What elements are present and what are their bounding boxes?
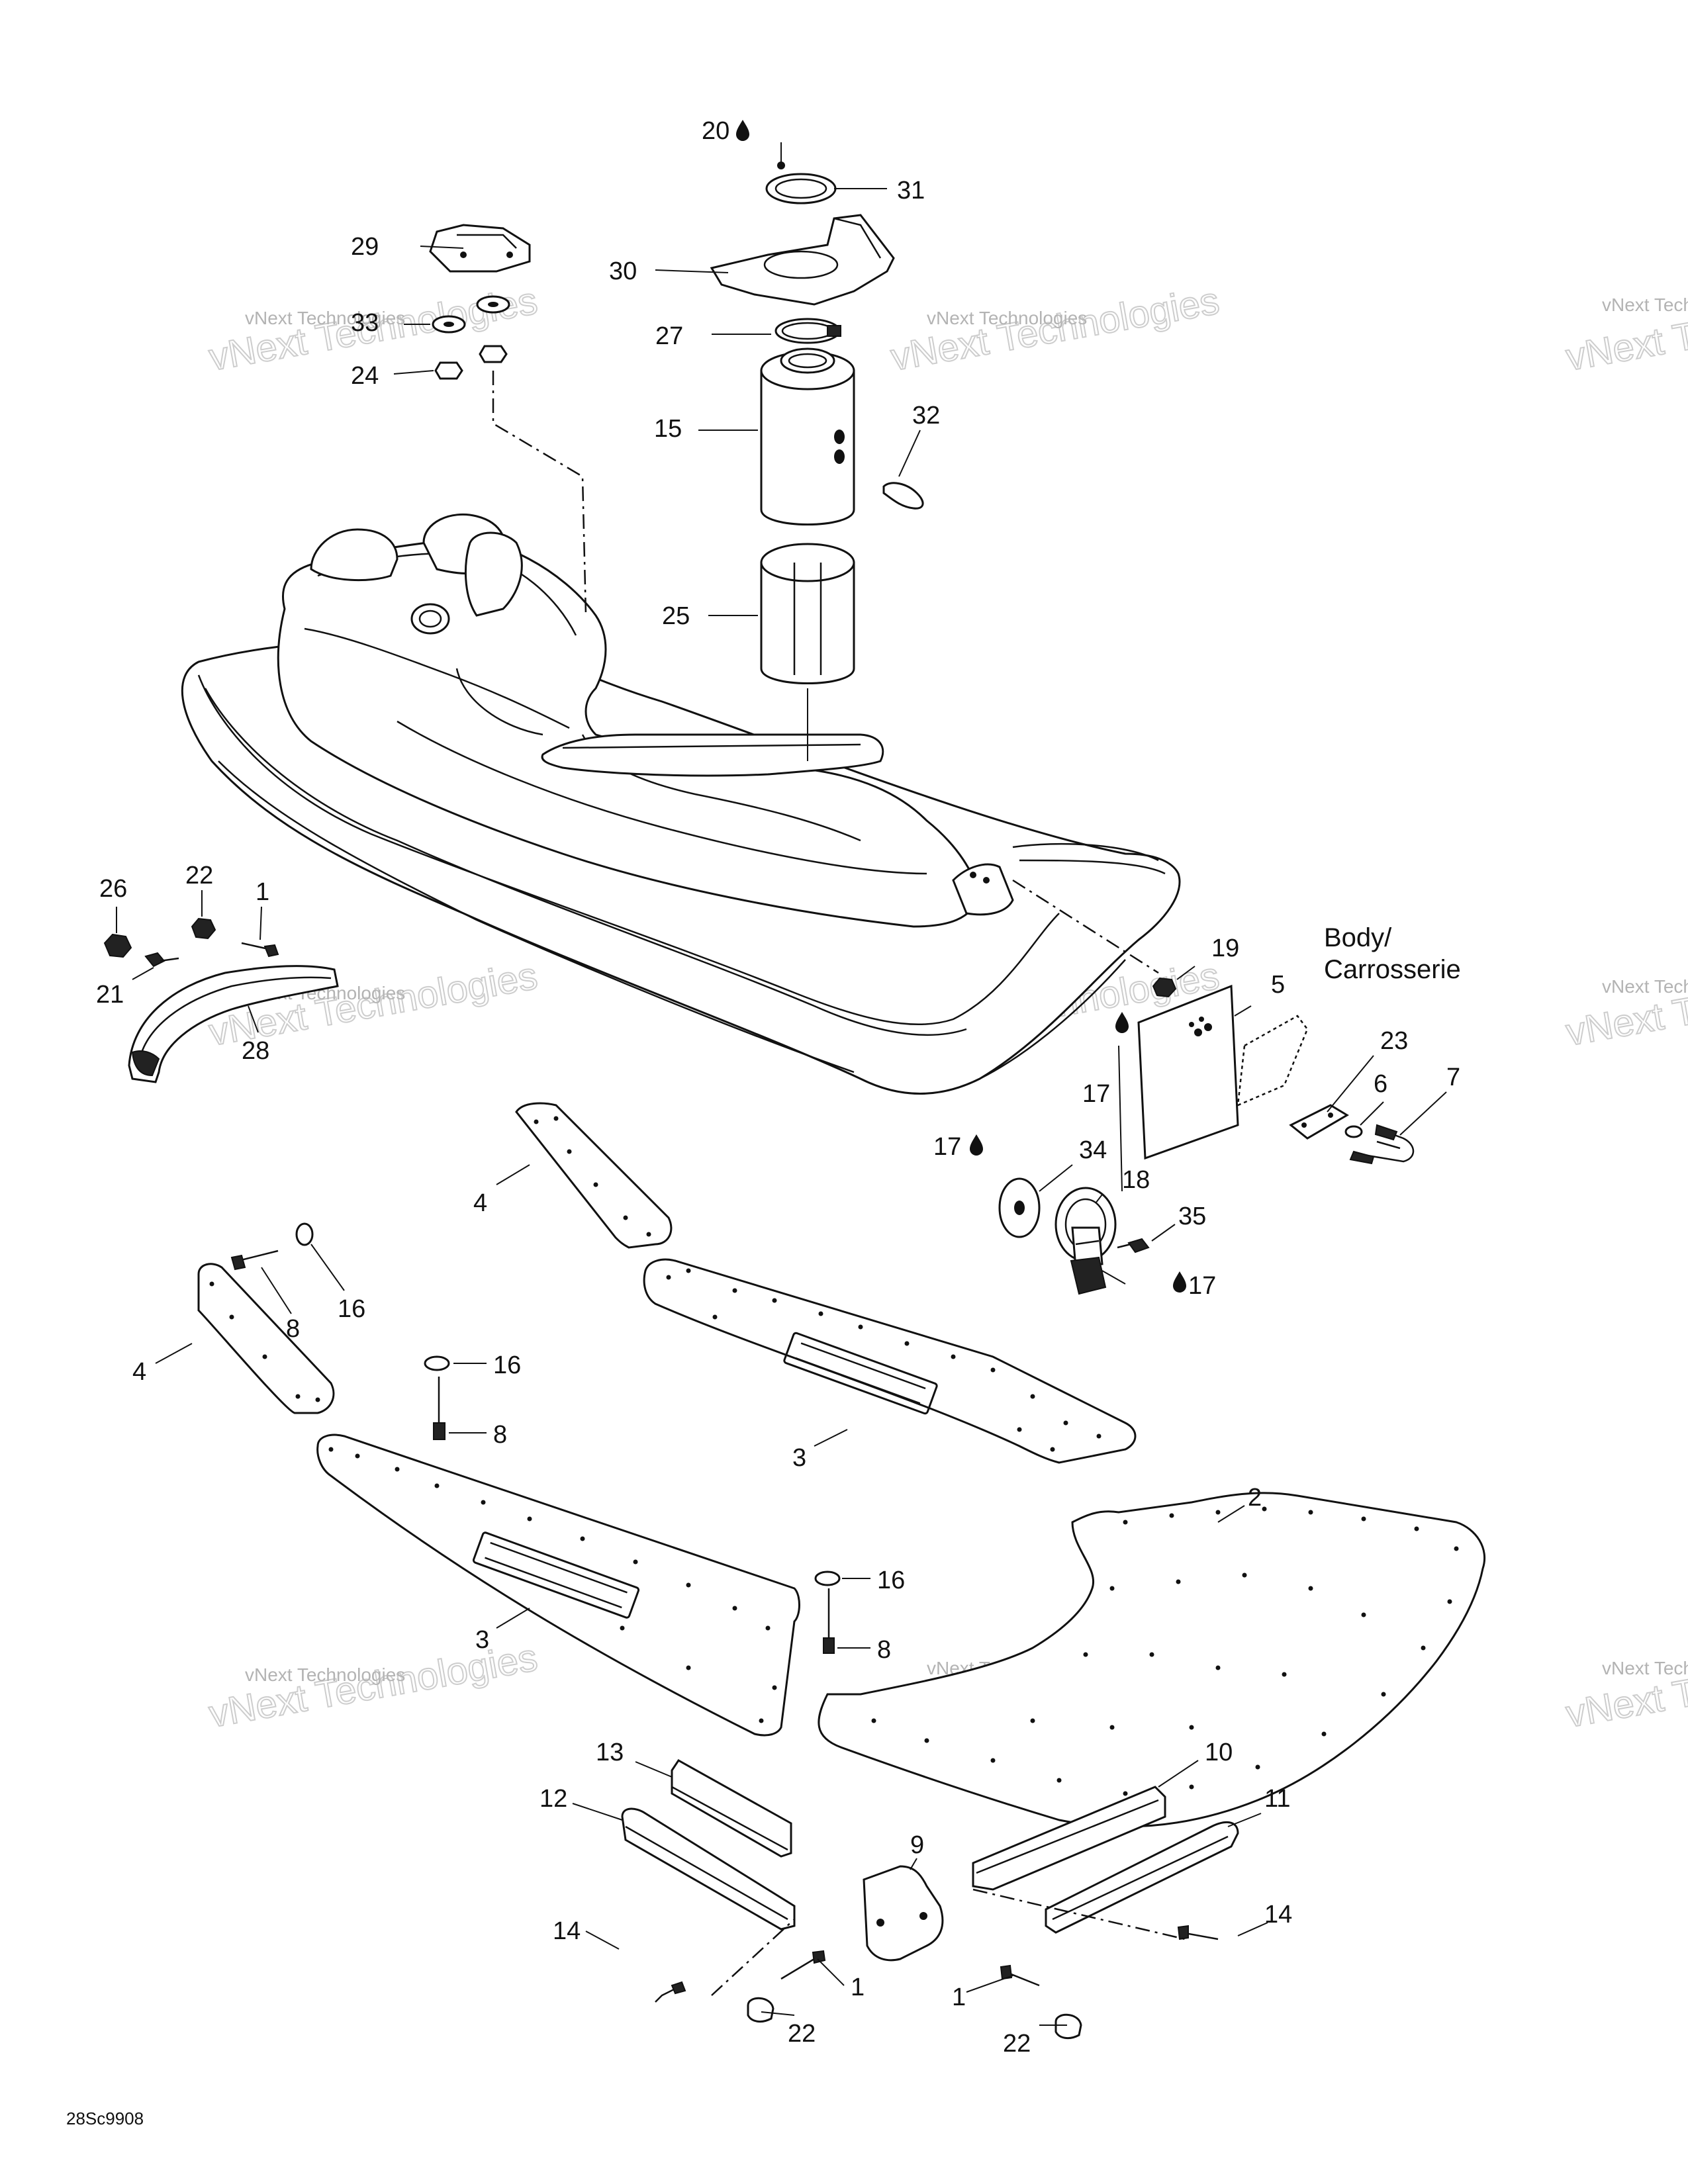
watermark-large: vNext Technologies <box>1563 954 1688 1054</box>
callout-16: 16 <box>877 1567 905 1594</box>
callout-9: 9 <box>910 1831 924 1859</box>
watermark-small: vNext Technologies <box>245 1664 405 1685</box>
handle-assembly <box>429 224 587 616</box>
callout-14: 14 <box>553 1917 581 1945</box>
callout-22: 22 <box>185 862 213 889</box>
callout-17: 17 <box>933 1133 961 1161</box>
reference-code: 28Sc9908 <box>66 2109 144 2128</box>
callout-7: 7 <box>1446 1064 1460 1091</box>
callout-22: 22 <box>788 2020 816 2048</box>
callout-34: 34 <box>1079 1136 1107 1164</box>
callout-12: 12 <box>539 1785 567 1813</box>
callout-17: 17 <box>1188 1272 1216 1300</box>
plate-assembly <box>1012 879 1415 1165</box>
callout-26: 26 <box>99 875 127 903</box>
callout-13: 13 <box>596 1739 624 1766</box>
watermark-large: vNext Technologies <box>1563 1636 1688 1736</box>
body-label-line1: Body/ <box>1324 923 1392 952</box>
callout-32: 32 <box>912 402 940 430</box>
drain-plug-assembly <box>998 1177 1150 1295</box>
callout-4: 4 <box>132 1358 146 1386</box>
callout-14: 14 <box>1264 1901 1292 1929</box>
watermark-large: vNext Technologies <box>888 279 1223 379</box>
hull-body <box>181 513 1181 1095</box>
callout-17: 17 <box>1082 1080 1110 1108</box>
callout-31: 31 <box>897 177 925 205</box>
callout-10: 10 <box>1205 1739 1233 1766</box>
oil-tank-assembly <box>710 161 924 761</box>
callout-labels: 20 31 29 30 33 27 24 15 32 25 26 22 1 21… <box>96 117 1461 2058</box>
callout-3: 3 <box>475 1626 489 1654</box>
pad-fasteners <box>230 1222 841 1654</box>
callout-27: 27 <box>655 322 683 350</box>
callout-25: 25 <box>662 602 690 630</box>
callout-8: 8 <box>286 1315 300 1343</box>
leader-lines <box>116 142 1447 2026</box>
oil-drop-icon <box>736 120 749 141</box>
callout-21: 21 <box>96 981 124 1009</box>
oil-drop-icon <box>1115 1012 1129 1033</box>
watermark-small: vNext Technologies <box>1602 1658 1688 1678</box>
callout-1: 1 <box>851 1974 865 2001</box>
callout-23: 23 <box>1380 1027 1408 1055</box>
watermark-small: vNext Technologies <box>1602 976 1688 997</box>
callout-33: 33 <box>351 309 379 337</box>
callout-16: 16 <box>338 1295 365 1323</box>
callout-4: 4 <box>473 1189 487 1217</box>
oil-drop-icon <box>970 1134 983 1156</box>
callout-18: 18 <box>1122 1166 1150 1194</box>
callout-6: 6 <box>1374 1070 1387 1098</box>
callout-22: 22 <box>1003 2030 1031 2058</box>
callout-29: 29 <box>351 233 379 261</box>
callout-28: 28 <box>242 1037 269 1065</box>
callout-1: 1 <box>256 878 269 906</box>
callout-35: 35 <box>1178 1203 1206 1230</box>
watermark-small: vNext Technologies <box>927 308 1087 328</box>
callout-30: 30 <box>609 257 637 285</box>
callout-16: 16 <box>493 1351 521 1379</box>
callout-24: 24 <box>351 362 379 390</box>
deck-pads <box>197 1102 1486 1828</box>
callout-8: 8 <box>493 1421 507 1449</box>
callout-8: 8 <box>877 1636 891 1664</box>
bumper-assembly <box>103 917 339 1083</box>
body-label-line2: Carrosserie <box>1324 955 1461 984</box>
callout-5: 5 <box>1271 971 1285 999</box>
callout-11: 11 <box>1264 1785 1290 1813</box>
callout-15: 15 <box>654 415 682 443</box>
callout-20: 20 <box>702 117 729 145</box>
watermark-small: vNext Technologies <box>1602 295 1688 315</box>
watermark-small: vNext Technologies <box>245 308 405 328</box>
callout-3: 3 <box>792 1444 806 1472</box>
callout-2: 2 <box>1248 1484 1262 1512</box>
callout-1: 1 <box>952 1983 966 2011</box>
oil-drop-icon <box>1173 1271 1186 1293</box>
rear-rails <box>621 1759 1239 2040</box>
watermark-large: vNext Technologies <box>206 1636 541 1736</box>
callout-19: 19 <box>1211 934 1239 962</box>
